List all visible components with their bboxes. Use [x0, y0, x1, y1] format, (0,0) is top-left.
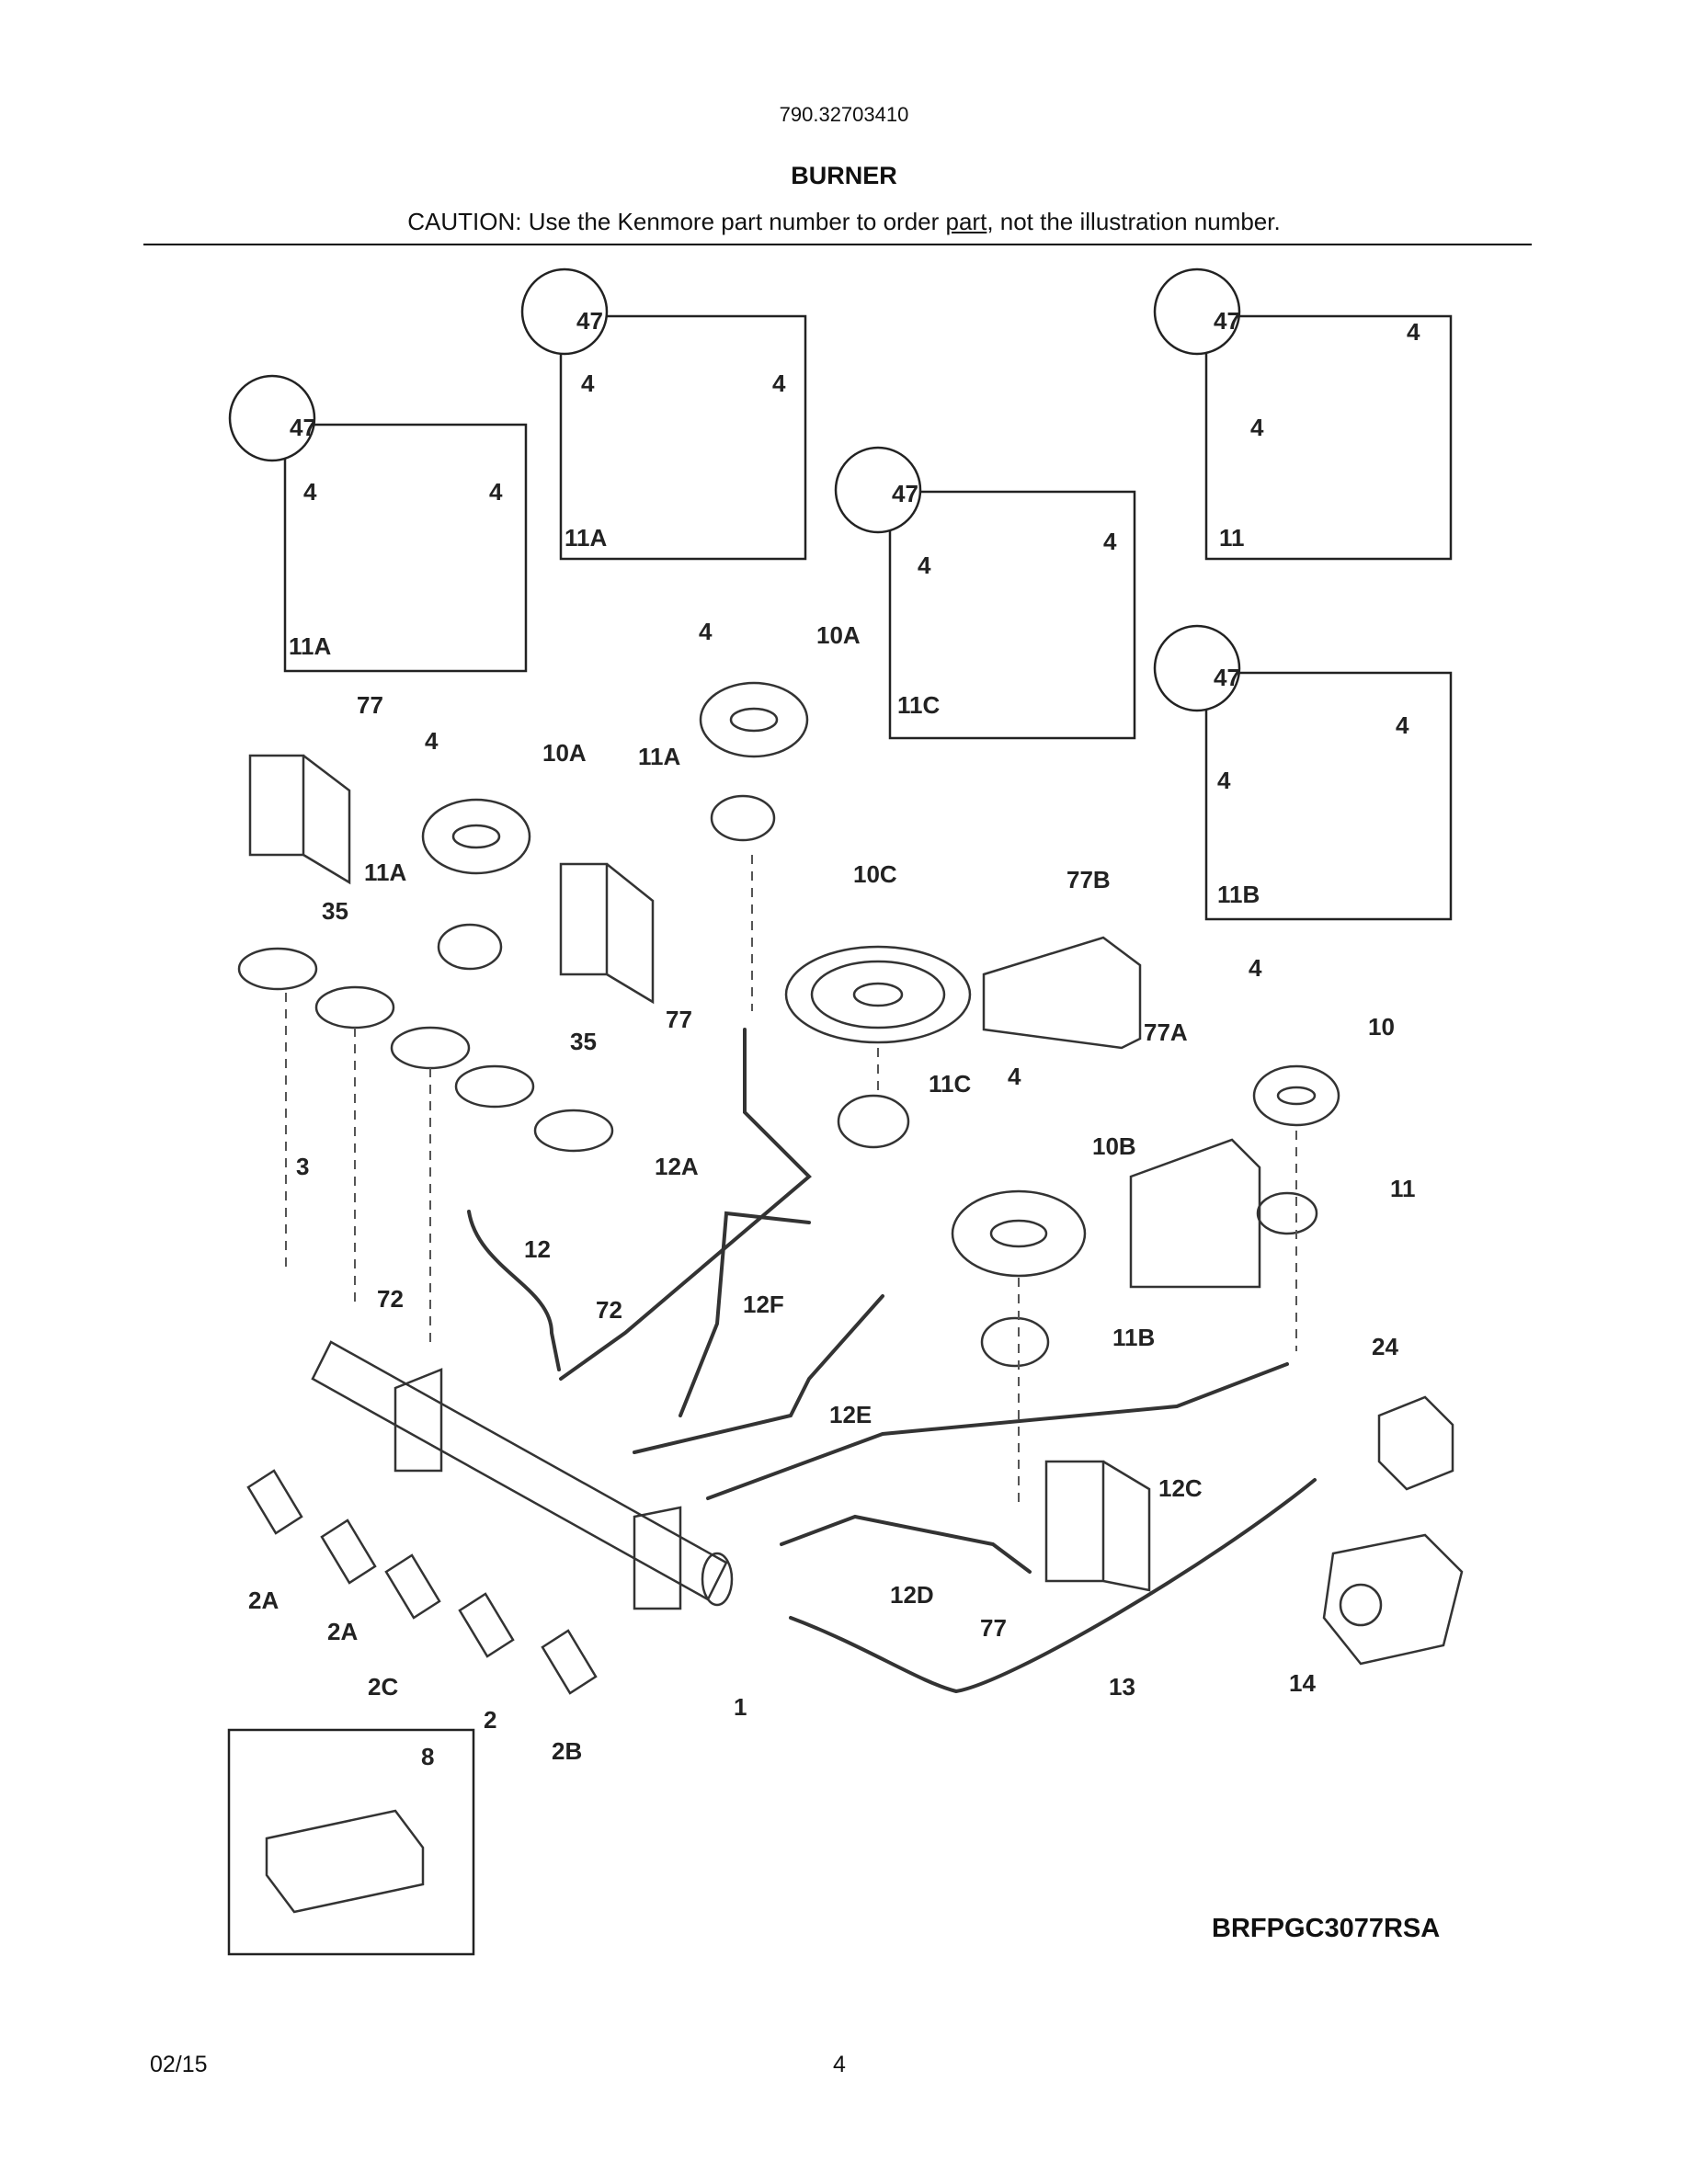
callout-label: 72	[377, 1285, 404, 1313]
callout-label: 12E	[829, 1401, 872, 1428]
callout-label: 77	[357, 691, 383, 719]
caution-suffix: , not the illustration number.	[987, 208, 1281, 235]
callout-label: 11A	[364, 859, 406, 886]
header-rule	[143, 244, 1532, 245]
callout-label: 14	[1289, 1669, 1316, 1697]
callout-label: 2B	[552, 1737, 582, 1765]
footer-date: 02/15	[150, 2052, 208, 2077]
callout-label: 2A	[327, 1618, 358, 1645]
callout-label: 11C	[897, 691, 940, 719]
callout-label: 10	[1368, 1013, 1395, 1041]
callout-label: 35	[322, 897, 348, 925]
caution-link[interactable]: part	[945, 208, 987, 235]
callout-label: 77	[666, 1006, 692, 1033]
caps	[237, 947, 614, 1153]
callout-label: 4	[1407, 318, 1420, 346]
callout-label: 4	[1396, 711, 1409, 739]
caution-note: CAUTION: Use the Kenmore part number to …	[0, 208, 1688, 236]
burner-heads	[421, 681, 1340, 1278]
inset-frames	[227, 314, 1453, 1956]
callout-label: 4	[1103, 528, 1117, 555]
gas-tubes	[467, 1028, 1317, 1694]
callout-label: 13	[1109, 1673, 1135, 1701]
callout-label: 10A	[542, 739, 587, 767]
callout-label: 4	[425, 727, 439, 755]
callout-label: 11A	[565, 524, 607, 552]
callout-label: 47	[576, 307, 603, 335]
callout-label: 11A	[638, 743, 680, 770]
callout-label: 1	[734, 1693, 747, 1721]
callout-label: 4	[1008, 1063, 1021, 1090]
callout-label: 35	[570, 1028, 597, 1055]
callout-label: 11	[1390, 1175, 1416, 1202]
diagram-reference-code: BRFPGC3077RSA	[1212, 1914, 1441, 1943]
callout-label: 12F	[743, 1291, 784, 1318]
callout-label: 12C	[1158, 1474, 1203, 1502]
callout-label: 10C	[853, 860, 897, 888]
caution-prefix: CAUTION: Use the Kenmore part number to …	[407, 208, 946, 235]
callout-label: 12	[524, 1235, 551, 1263]
callout-labels: 47 47 47 47 47 4 4 4 4 4 4 4 4 4 4 4 4 4…	[248, 307, 1420, 1770]
callout-label: 4	[1249, 954, 1262, 982]
valves	[246, 1469, 598, 1695]
model-number: 790.32703410	[779, 103, 909, 126]
regulator-and-elbow	[265, 1395, 1464, 1914]
callout-label: 2C	[368, 1673, 398, 1701]
orifice-bubbles	[228, 267, 1241, 712]
callout-label: 11B	[1217, 881, 1260, 908]
page-title: BURNER	[791, 162, 897, 189]
callout-label: 8	[421, 1743, 434, 1770]
callout-label: 47	[1214, 664, 1240, 691]
callout-label: 10B	[1092, 1132, 1136, 1160]
callout-label: 11B	[1112, 1324, 1155, 1351]
callout-label: 47	[290, 414, 316, 441]
callout-label: 11	[1219, 524, 1245, 552]
callout-label: 4	[1250, 414, 1264, 441]
callout-label: 47	[892, 480, 918, 507]
callout-label: 77A	[1144, 1018, 1188, 1046]
callout-label: 4	[772, 370, 786, 397]
callout-label: 72	[596, 1296, 622, 1324]
callout-label: 24	[1372, 1333, 1398, 1360]
callout-label: 4	[581, 370, 595, 397]
callout-label: 4	[918, 552, 931, 579]
page-number: 4	[833, 2052, 846, 2077]
callout-label: 3	[296, 1153, 309, 1180]
callout-label: 11A	[289, 632, 331, 660]
callout-label: 77B	[1066, 866, 1111, 893]
callout-label: 2A	[248, 1587, 279, 1614]
callout-label: 77	[980, 1614, 1007, 1642]
callout-label: 4	[489, 478, 503, 506]
callout-label: 12A	[655, 1153, 699, 1180]
assembly-lines	[285, 855, 1297, 1507]
callout-label: 2	[484, 1706, 496, 1734]
callout-label: 47	[1214, 307, 1240, 335]
callout-label: 4	[303, 478, 317, 506]
callout-label: 4	[1217, 767, 1231, 794]
brackets	[248, 754, 1261, 1592]
burner-bases	[437, 794, 1318, 1368]
callout-label: 10A	[816, 621, 861, 649]
callout-label: 4	[699, 618, 713, 645]
manifold	[311, 1340, 734, 1610]
callout-label: 11C	[929, 1070, 971, 1098]
callout-label: 12D	[890, 1581, 934, 1609]
